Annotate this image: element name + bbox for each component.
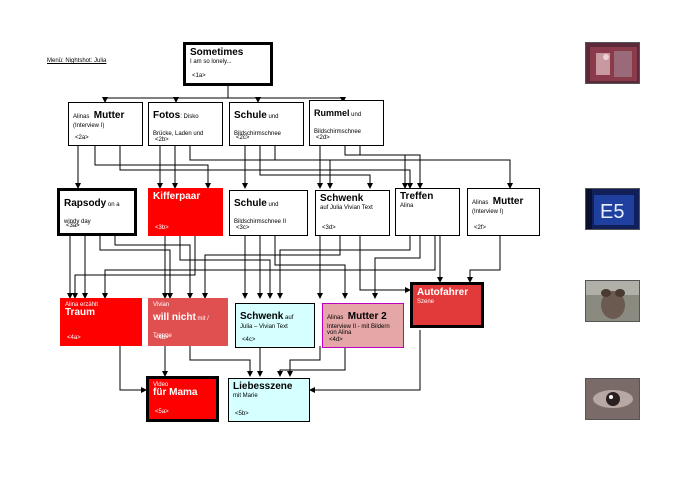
node-code: <2f> — [474, 224, 487, 231]
node-title: Kifferpaar — [153, 191, 201, 202]
node-title: Mutter — [492, 196, 524, 207]
node-title: Treffen — [400, 191, 434, 202]
node-prefix: Alinas — [472, 200, 489, 206]
video-still-eye-icon[interactable] — [585, 378, 640, 420]
node-prefix: Alinas — [73, 114, 90, 120]
node-subtitle: und Bildschirmschnee — [314, 112, 362, 135]
node-autofahrer[interactable]: Autofahrer Szene — [410, 282, 484, 328]
node-subtitle: Szene — [417, 298, 435, 305]
node-title: Mutter — [93, 110, 125, 121]
node-traum-4a[interactable]: Alina erzählt Traum <4a> — [60, 298, 142, 346]
node-subtitle: (Interview I) — [73, 122, 105, 129]
node-subtitle: Interview II - mit Bildern von Alina — [327, 323, 390, 337]
node-title: Schule — [234, 198, 267, 209]
node-subtitle: : Disko Brücke, Laden und Audio — [153, 114, 204, 137]
node-prefix: Vivian — [153, 302, 170, 308]
node-title: will nicht — [153, 312, 196, 324]
node-code: <1a> — [192, 72, 206, 79]
node-title: Schule — [234, 110, 267, 121]
node-fuer-mama-5a[interactable]: Video für Mama <5a> — [146, 376, 219, 422]
node-subtitle: auf — [283, 315, 294, 321]
node-schwenk-3d[interactable]: Schwenk auf Julia Vivian Text <3d> — [315, 190, 390, 236]
node-mutter-2f[interactable]: Alinas Mutter (Interview I) <2f> — [467, 188, 540, 236]
node-subtitle: und Bildschirmschnee II — [234, 202, 287, 225]
node-mutter-4d[interactable]: Alinas Mutter 2 Interview II - mit Bilde… — [322, 303, 404, 348]
node-mutter-2a[interactable]: Alinas Mutter (Interview I) <2a> — [68, 102, 143, 146]
video-still-sign-icon[interactable]: E5 — [585, 188, 640, 230]
node-subtitle: I am so lonely... — [190, 58, 232, 65]
node-title: Traum — [65, 307, 96, 319]
node-title: Schwenk — [320, 193, 364, 204]
node-code: <4a> — [67, 334, 81, 341]
node-subtitle-2: Julia – Vivian Text — [240, 323, 288, 330]
node-title: Rapsody — [64, 198, 107, 209]
svg-text:E5: E5 — [600, 201, 624, 223]
node-subtitle: on a windy day — [64, 202, 120, 225]
node-title: Autofahrer — [417, 287, 469, 298]
node-fotos-2b[interactable]: Fotos: Disko Brücke, Laden und Audio <2b… — [148, 102, 223, 146]
node-title: Liebesszene — [233, 381, 293, 392]
node-code: <3b> — [155, 224, 169, 231]
node-schule-3c[interactable]: Schule und Bildschirmschnee II <3c> — [229, 190, 308, 236]
node-prefix: Alina erzählt — [65, 302, 99, 308]
node-title: für Mama — [153, 387, 198, 399]
node-subtitle: (Interview I) — [472, 208, 504, 215]
node-code: <2c> — [236, 134, 250, 141]
node-subtitle: auf Julia Vivian Text — [320, 204, 373, 211]
node-code: <3c> — [236, 224, 250, 231]
menu-title: Menü: Nightshot: Julia — [47, 58, 107, 64]
node-kifferpaar-3b[interactable]: Kifferpaar <3b> — [148, 188, 223, 236]
node-code: <2b> — [155, 136, 169, 143]
node-title: Sometimes — [190, 47, 244, 58]
node-title: Schwenk — [240, 311, 284, 322]
node-liebesszene-5b[interactable]: Liebesszene mit Marie <5b> — [228, 378, 310, 422]
node-title: Rummel — [314, 108, 350, 118]
node-schule-2c[interactable]: Schule und Bildschirmschnee <2c> — [229, 102, 304, 146]
node-code: <5b> — [235, 410, 249, 417]
node-will-nicht-4b[interactable]: Vivian will nicht mit / Treppe <4b> — [148, 298, 228, 346]
node-schwenk-4c[interactable]: Schwenk auf Julia – Vivian Text <4c> — [235, 303, 315, 348]
node-subtitle: Alina — [400, 202, 414, 209]
node-code: <3d> — [322, 224, 336, 231]
node-code: <4b> — [155, 334, 169, 341]
video-still-disco-icon[interactable] — [585, 42, 640, 84]
node-subtitle: mit / Treppe — [153, 316, 209, 340]
node-title: Mutter 2 — [347, 311, 387, 322]
node-treffen[interactable]: Treffen Alina — [395, 188, 460, 236]
node-code: <5a> — [155, 408, 169, 415]
node-code: <2d> — [316, 134, 330, 141]
node-code: <3a> — [66, 222, 80, 229]
node-code: <4c> — [242, 336, 256, 343]
node-prefix: Video — [153, 382, 169, 388]
video-still-person-icon[interactable] — [585, 280, 640, 322]
node-subtitle: und Bildschirmschnee — [234, 114, 282, 137]
node-code: <2a> — [75, 134, 89, 141]
node-subtitle: mit Marie — [233, 392, 258, 399]
node-rapsody-3a[interactable]: Rapsody on a windy day <3a> — [57, 188, 137, 236]
node-sometimes[interactable]: Sometimes I am so lonely... <1a> — [183, 42, 273, 86]
node-prefix: Alinas — [327, 315, 344, 321]
node-rummel-2d[interactable]: Rummel und Bildschirmschnee <2d> — [309, 100, 384, 146]
node-code: <4d> — [329, 336, 343, 343]
node-title: Fotos — [153, 110, 181, 121]
